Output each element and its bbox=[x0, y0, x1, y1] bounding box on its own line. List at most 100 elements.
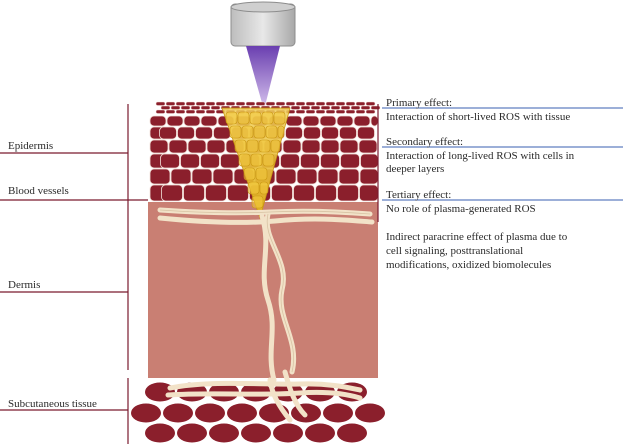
epidermis-cell bbox=[319, 115, 337, 127]
cornified-cell bbox=[365, 109, 376, 114]
epidermis-cell bbox=[205, 184, 227, 202]
epidermis-cell bbox=[359, 184, 379, 202]
cone-cell bbox=[273, 111, 286, 125]
primary-effect-desc: Interaction of short-lived ROS with tiss… bbox=[386, 111, 571, 123]
cornified-cell bbox=[295, 101, 306, 106]
cornified-cell bbox=[195, 109, 206, 114]
cornified-cell bbox=[275, 101, 286, 106]
indirect-effect-line1: Indirect paracrine effect of plasma due … bbox=[386, 231, 568, 243]
cornified-cell bbox=[330, 105, 341, 110]
plasma-device bbox=[230, 1, 296, 47]
cornified-cell bbox=[245, 101, 256, 106]
cornified-cell bbox=[315, 101, 326, 106]
cornified-cell bbox=[295, 109, 306, 114]
epidermis-cell bbox=[220, 153, 240, 169]
cornified-cell bbox=[305, 101, 316, 106]
fat-cell bbox=[273, 423, 303, 443]
cone-cell bbox=[262, 153, 275, 167]
epidermis-cell bbox=[282, 139, 302, 154]
fat-cell bbox=[131, 403, 161, 423]
fat-cell bbox=[177, 423, 207, 443]
cornified-cell bbox=[175, 109, 186, 114]
epidermis-cell bbox=[337, 184, 359, 202]
layer-brackets bbox=[0, 104, 148, 444]
epidermis-cell bbox=[166, 115, 184, 127]
epidermis-cell bbox=[149, 168, 171, 185]
epidermis-cell bbox=[168, 139, 188, 154]
cornified-cell bbox=[165, 109, 176, 114]
label-subcutaneous-tissue: Subcutaneous tissue bbox=[8, 398, 97, 410]
cone-cell bbox=[259, 181, 269, 195]
epidermis-cell bbox=[195, 126, 213, 140]
fat-cell bbox=[145, 382, 175, 402]
cornified-cell bbox=[235, 101, 246, 106]
cone-cell bbox=[246, 139, 259, 153]
epidermis-cell bbox=[336, 115, 354, 127]
epidermis-cell bbox=[161, 184, 183, 202]
epidermis-cell bbox=[339, 139, 359, 154]
cornified-cell bbox=[370, 105, 381, 110]
epidermis-cell bbox=[303, 126, 321, 140]
cornified-cell bbox=[180, 105, 191, 110]
fat-cell bbox=[323, 403, 353, 423]
epidermis-cell bbox=[370, 115, 379, 127]
cornified-cell bbox=[160, 105, 171, 110]
epidermis-cell bbox=[200, 115, 218, 127]
epidermis-cell bbox=[320, 139, 340, 154]
epidermis-cell bbox=[183, 184, 205, 202]
cornified-cell bbox=[355, 101, 366, 106]
epidermis-cell bbox=[302, 115, 320, 127]
cornified-cell bbox=[300, 105, 311, 110]
effect-brackets bbox=[377, 104, 623, 222]
epidermis-cell bbox=[160, 153, 180, 169]
cornified-cell bbox=[310, 105, 321, 110]
cornified-cell bbox=[315, 109, 326, 114]
epidermis-cell bbox=[180, 153, 200, 169]
cornified-cell bbox=[325, 101, 336, 106]
cone-cell bbox=[261, 111, 274, 125]
epidermis-cell bbox=[183, 115, 201, 127]
epidermis-cell bbox=[271, 184, 293, 202]
cornified-cell bbox=[365, 101, 376, 106]
epidermis-cell bbox=[212, 168, 234, 185]
cornified-cell bbox=[215, 101, 226, 106]
epidermis-cell bbox=[149, 115, 167, 127]
epidermis-cell bbox=[159, 126, 177, 140]
cornified-cell bbox=[340, 105, 351, 110]
cornified-cell bbox=[255, 101, 266, 106]
cone-cell bbox=[243, 167, 256, 181]
cornified-cell bbox=[175, 101, 186, 106]
cornified-cell bbox=[345, 101, 356, 106]
epidermis-cell bbox=[200, 153, 220, 169]
cornified-cell bbox=[345, 109, 356, 114]
epidermis-cell bbox=[213, 126, 231, 140]
fat-cell bbox=[145, 423, 175, 443]
cone-cell bbox=[238, 153, 251, 167]
epidermis-cell bbox=[149, 139, 169, 154]
cornified-cell bbox=[195, 101, 206, 106]
fat-cell bbox=[241, 423, 271, 443]
epidermis-cell bbox=[296, 168, 318, 185]
epidermis-cell bbox=[360, 153, 379, 169]
epidermis-cell bbox=[340, 153, 360, 169]
epidermis-cell bbox=[187, 139, 207, 154]
blood-vessels-outline bbox=[159, 209, 371, 373]
cone-cells bbox=[225, 111, 286, 209]
fat-cell bbox=[305, 423, 335, 443]
cone-cell bbox=[258, 139, 271, 153]
fat-cell bbox=[163, 403, 193, 423]
cornified-cell bbox=[210, 105, 221, 110]
label-dermis: Dermis bbox=[8, 279, 41, 291]
fat-cell bbox=[195, 403, 225, 423]
epidermis-cell bbox=[339, 126, 357, 140]
cone-cell bbox=[249, 111, 262, 125]
cornified-cell bbox=[185, 109, 196, 114]
cornified-cell bbox=[205, 101, 216, 106]
fat-cell bbox=[227, 403, 257, 423]
epidermis-cell bbox=[206, 139, 226, 154]
cone-cell bbox=[234, 139, 247, 153]
cornified-cell bbox=[155, 101, 166, 106]
tertiary-effect-desc: No role of plasma-generated ROS bbox=[386, 203, 536, 215]
cone-cell bbox=[229, 125, 242, 139]
